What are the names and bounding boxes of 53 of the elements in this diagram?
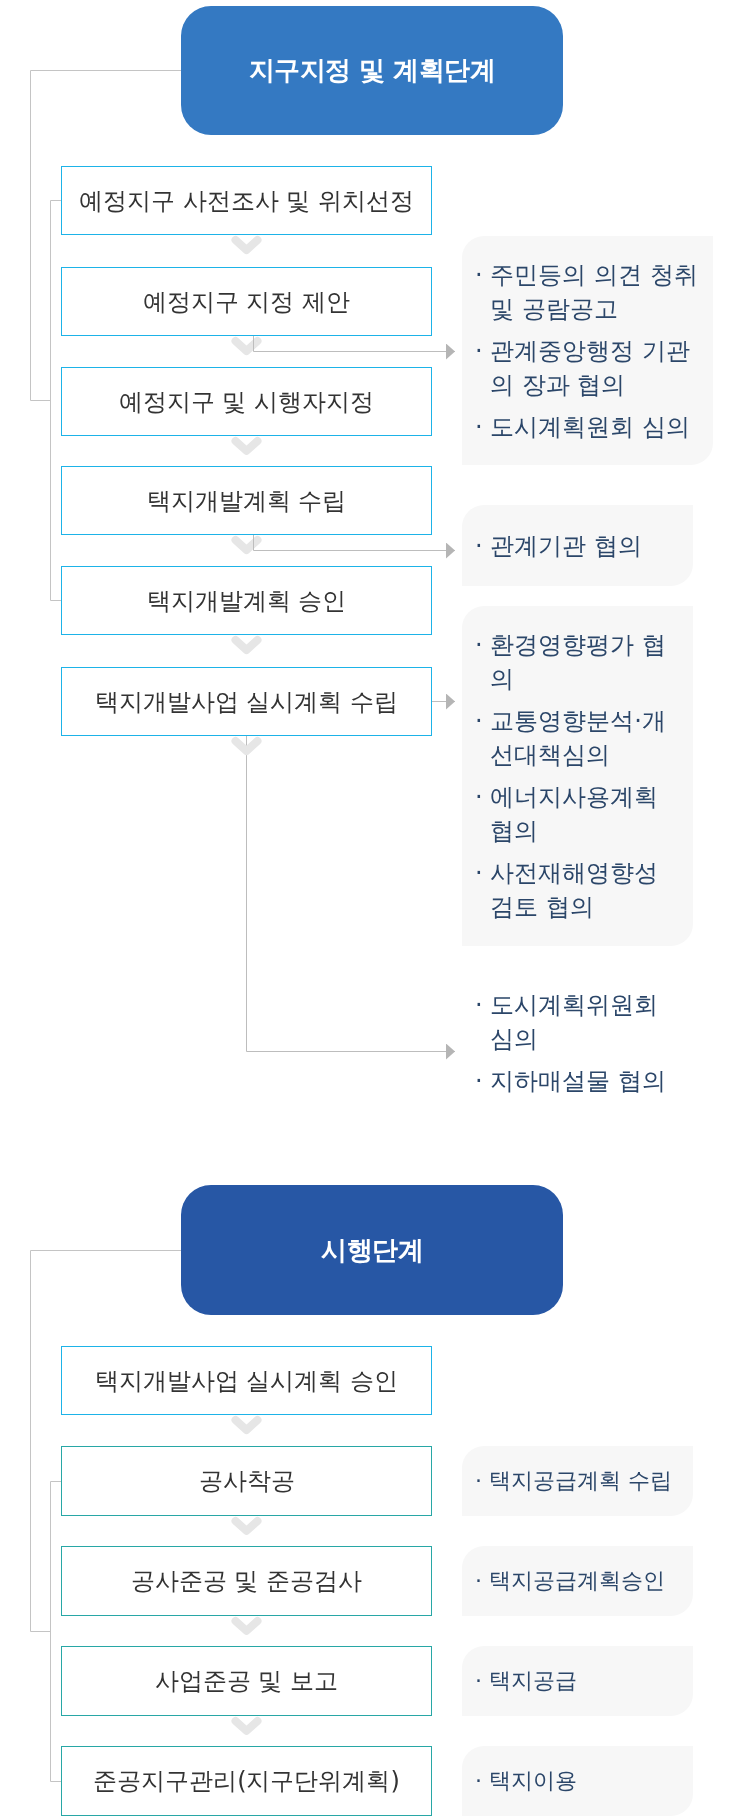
step-label: 예정지구 지정 제안 [142, 286, 351, 318]
stage-header [181, 6, 563, 135]
step-label: 사업준공 및 보고 [154, 1666, 339, 1697]
process-box [61, 367, 432, 436]
chevron-arrow [231, 1416, 262, 1434]
chevron-arrow [231, 1617, 262, 1635]
note-item: · 도시계획원회 심의 [475, 411, 690, 443]
chevron-arrow [231, 536, 262, 554]
note-item: · 도시계획위원회 심의 [475, 990, 660, 1055]
note-item: · 환경영향평가 협의 [475, 630, 667, 695]
note-item: · 사전재해영향성 검토 협의 [475, 858, 660, 923]
step-label: 택지개발계획 승인 [146, 585, 347, 617]
step-label: 공사착공 [198, 1466, 295, 1497]
process-box [61, 1746, 432, 1816]
process-box [61, 667, 432, 736]
note-item: · 택지이용 [475, 1767, 577, 1795]
stage-title: 시행단계 [321, 1233, 423, 1267]
process-box [61, 267, 432, 336]
process-box [61, 466, 432, 535]
chevron-arrow [231, 337, 262, 355]
chevron-arrow [231, 1517, 262, 1535]
arrow [231, 735, 456, 1060]
note-item: · 에너지사용계획 협의 [475, 782, 660, 847]
note-item: · 주민등의 의견 청취 및 공람공고 [475, 259, 699, 325]
step-label: 준공지구관리(지구단위계획) [93, 1766, 400, 1797]
chevron-arrow [231, 636, 262, 654]
note-item: · 택지공급계획승인 [475, 1567, 665, 1595]
chevron-arrow [231, 1717, 262, 1735]
process-box [61, 1346, 432, 1415]
process-box [61, 1646, 432, 1716]
chevron-arrow [231, 437, 262, 455]
note-item: · 관계중앙행정 기관의 장과 협의 [475, 335, 691, 401]
note-item: · 택지공급 [475, 1667, 577, 1695]
note-item: · 택지공급계획 수립 [475, 1467, 672, 1495]
process-box [61, 1446, 432, 1516]
process-box [61, 566, 432, 635]
stage-header [181, 1185, 563, 1315]
step-label: 예정지구 사전조사 및 위치선정 [79, 185, 414, 217]
step-label: 예정지구 및 시행자지정 [118, 386, 375, 418]
stage-title: 지구지정 및 계획단계 [248, 54, 496, 87]
step-label: 택지개발사업 실시계획 승인 [94, 1365, 399, 1397]
arrow [431, 693, 456, 710]
process-box [61, 166, 432, 235]
note-item: · 지하매설물 협의 [475, 1066, 666, 1097]
arrow [253, 534, 456, 559]
process-box [61, 1546, 432, 1616]
chevron-arrow [231, 236, 262, 254]
note-item: · 관계기관 협의 [475, 530, 642, 562]
note-item: · 교통영향분석·개선대책심의 [475, 706, 667, 771]
step-label: 공사준공 및 준공검사 [130, 1566, 363, 1597]
arrow [253, 335, 456, 360]
step-label: 택지개발사업 실시계획 수립 [94, 686, 399, 718]
step-label: 택지개발계획 수립 [146, 485, 347, 517]
